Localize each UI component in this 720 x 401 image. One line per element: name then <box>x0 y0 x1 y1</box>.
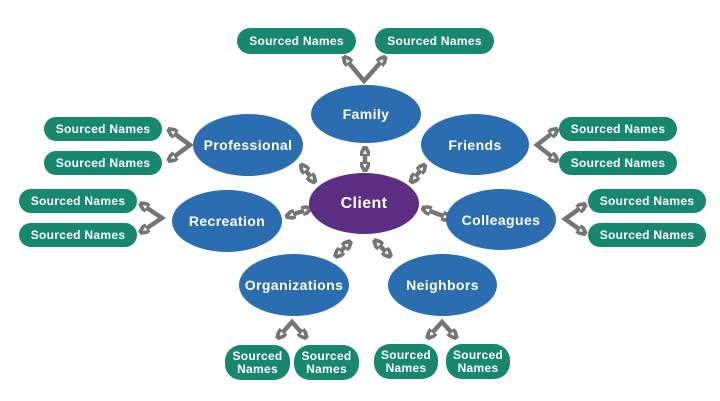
sourced-names-pill-family-1: Sourced Names <box>237 28 356 54</box>
pill-line-1: Sourced <box>380 347 432 362</box>
arrow-client-professional <box>306 171 310 176</box>
node-friends: Friends <box>421 114 529 175</box>
node-colleagues: Colleagues <box>446 189 556 250</box>
fork-arrow-friends-sourced-names <box>533 134 551 156</box>
arrow-client-recreation <box>294 211 303 214</box>
sourced-names-pill-organizations-1: Sourced Names <box>225 345 290 380</box>
arrow-client-organizations <box>341 247 345 251</box>
pill-line-1: Sourced <box>232 348 283 363</box>
pill-line-2: Names <box>306 361 347 376</box>
fork-arrow-professional-sourced-names <box>175 134 194 156</box>
sourced-names-pill-friends-2: Sourced Names <box>559 151 677 175</box>
fork-arrow-recreation-sourced-names <box>147 208 167 228</box>
sourced-names-pill-professional-1: Sourced Names <box>44 117 162 141</box>
node-professional: Professional <box>193 114 303 176</box>
sourced-names-pill-recreation-1: Sourced Names <box>19 189 137 213</box>
sourced-names-pill-friends-1: Sourced Names <box>559 117 677 141</box>
sourced-names-pill-colleagues-2: Sourced Names <box>588 223 706 247</box>
fork-arrow-organizations-sourced-names <box>283 318 301 332</box>
pill-line-2: Names <box>237 361 278 376</box>
sourced-names-pill-family-2: Sourced Names <box>375 28 494 54</box>
node-client: Client <box>309 173 419 234</box>
arrow-client-neighbors <box>380 246 385 251</box>
arrow-client-colleagues <box>430 211 443 216</box>
pill-line-2: Names <box>385 360 427 375</box>
arrow-client-friends <box>416 171 420 176</box>
sourced-names-pill-professional-2: Sourced Names <box>44 151 162 175</box>
sourced-names-pill-colleagues-1: Sourced Names <box>588 189 706 213</box>
fork-arrow-family-sourced-names <box>349 63 380 85</box>
sourced-names-pill-recreation-2: Sourced Names <box>19 223 137 247</box>
fork-arrow-neighbors-sourced-names <box>433 318 451 332</box>
pill-line-1: Sourced <box>301 348 352 363</box>
sourced-names-pill-neighbors-1: Sourced Names <box>374 344 438 379</box>
sourced-names-pill-neighbors-2: Sourced Names <box>446 344 510 379</box>
fork-arrow-colleagues-sourced-names <box>561 209 579 229</box>
node-neighbors: Neighbors <box>388 254 497 316</box>
node-organizations: Organizations <box>239 254 349 316</box>
pill-line-2: Names <box>457 360 499 375</box>
pill-line-1: Sourced <box>452 347 504 362</box>
node-recreation: Recreation <box>172 190 282 252</box>
node-family: Family <box>311 85 421 143</box>
sourced-names-pill-organizations-2: Sourced Names <box>294 345 359 380</box>
